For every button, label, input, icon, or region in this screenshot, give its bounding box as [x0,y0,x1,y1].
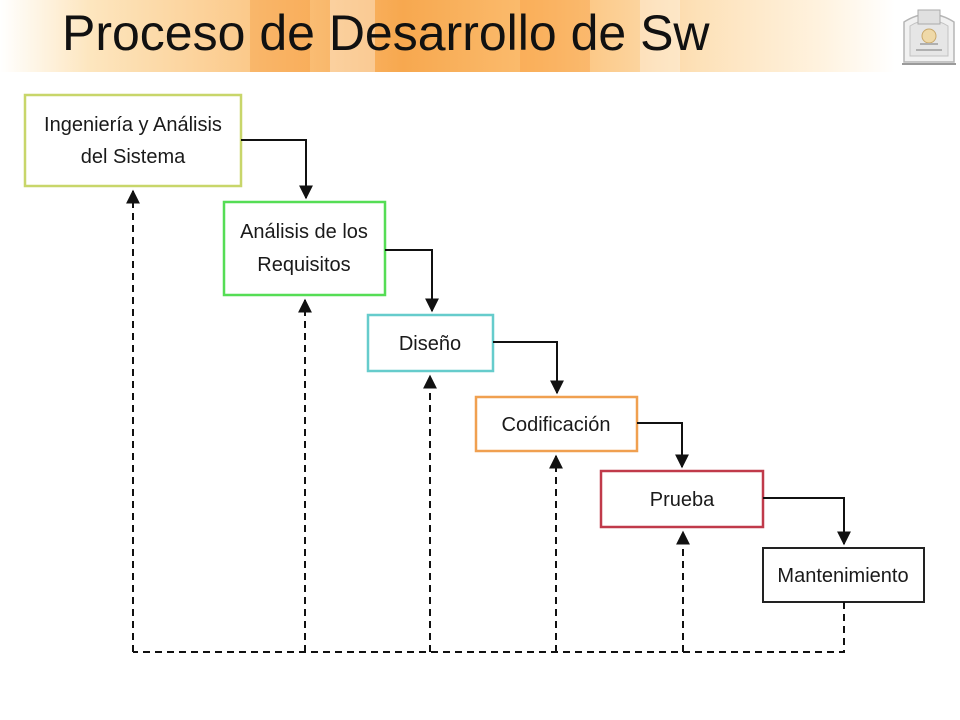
feedback-baseline [133,602,845,653]
forward-arrows [241,139,851,546]
stage-label: Codificación [502,414,611,436]
stage-box-ingenieria: Ingeniería y Análisis del Sistema [23,93,243,188]
arrow-connector [493,341,564,395]
stage-label: Mantenimiento [777,565,908,587]
stage-label: Análisis de los [240,221,368,243]
arrow-connector [385,249,439,313]
stage-label: Diseño [399,333,461,355]
stage-box-codificacion: Codificación [474,395,639,453]
title-band [0,0,895,72]
arrow-connector [763,497,851,546]
stage-box-prueba: Prueba [599,469,765,529]
feedback-lines [126,189,845,653]
page-title: Proceso de Desarrollo de Sw [62,5,710,61]
stage-box-mantenimiento: Mantenimiento [762,547,925,603]
stage-box-analisis: Análisis de los Requisitos [222,200,387,297]
university-seal-icon [898,2,960,68]
arrow-connector [241,139,313,200]
stage-label: del Sistema [81,146,186,168]
stage-label: Prueba [650,489,715,511]
stage-label: Ingeniería y Análisis [44,114,222,136]
stage-box-diseno: Diseño [366,313,495,373]
stage-label: Requisitos [257,254,350,276]
arrow-connector [637,422,689,469]
